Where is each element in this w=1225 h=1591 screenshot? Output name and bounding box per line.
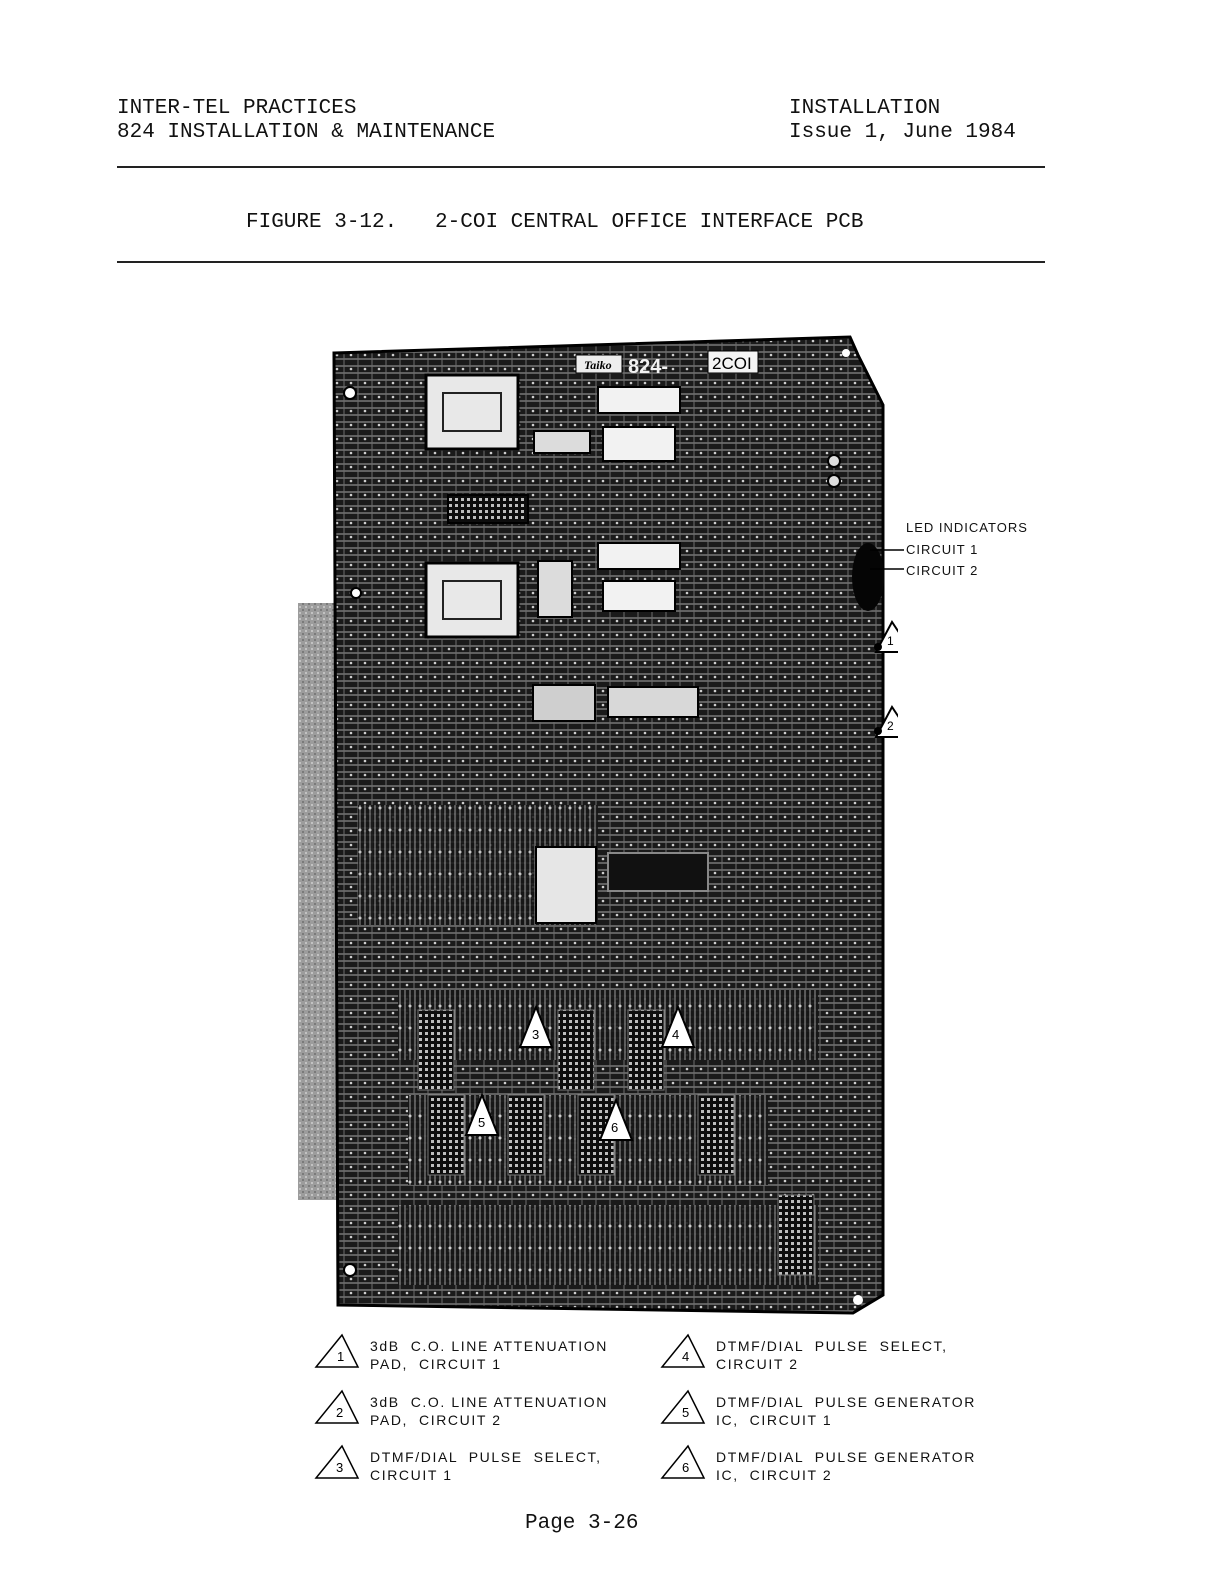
led-indicators-label: LED INDICATORS [906,520,1028,535]
triangle-3-icon: 3 [314,1444,360,1479]
marker-5-icon: 5 [464,1092,500,1136]
triangle-1-icon: 1 [314,1333,360,1368]
board-label-box: 2COI [712,354,752,373]
svg-text:2: 2 [336,1405,343,1420]
legend-text: DTMF/DIAL PULSE SELECT,CIRCUIT 1 [370,1449,602,1483]
triangle-2-icon: 2 [314,1389,360,1424]
svg-text:2: 2 [887,719,894,733]
svg-text:1: 1 [337,1349,344,1364]
marker-3-icon: 3 [518,1004,554,1048]
header-rule [117,166,1045,168]
svg-text:4: 4 [682,1349,689,1364]
svg-text:3: 3 [532,1027,539,1042]
svg-text:4: 4 [672,1027,679,1042]
header-right-line1: INSTALLATION [789,97,941,120]
marker-6-icon: 6 [598,1097,634,1141]
figure-title: FIGURE 3-12. 2-COI CENTRAL OFFICE INTERF… [246,211,864,234]
led-circuit-2-label: CIRCUIT 2 [906,563,979,578]
triangle-6-icon: 6 [660,1444,706,1479]
header-left-line2: 824 INSTALLATION & MAINTENANCE [117,121,496,144]
marker-1-icon: 1 [874,620,898,653]
legend-text: DTMF/DIAL PULSE SELECT,CIRCUIT 2 [716,1338,948,1372]
marker-4-icon: 4 [660,1004,696,1048]
svg-text:6: 6 [611,1120,618,1135]
svg-text:3: 3 [336,1460,343,1475]
pcb-photo: Taiko 824- 2COI 3 4 5 6 1 2 [298,335,898,1315]
svg-text:1: 1 [887,634,894,648]
board-brand: Taiko [584,358,612,372]
title-rule [117,261,1045,263]
svg-text:5: 5 [682,1405,689,1420]
triangle-4-icon: 4 [660,1333,706,1368]
svg-text:6: 6 [682,1460,689,1475]
header-right-line2: Issue 1, June 1984 [789,121,1016,144]
led-leader-lines [870,549,904,570]
header-left-line1: INTER-TEL PRACTICES [117,97,357,120]
triangle-5-icon: 5 [660,1389,706,1424]
board-label: 824- [628,356,668,378]
led-circuit-1-label: CIRCUIT 1 [906,542,979,557]
page-number: Page 3-26 [525,1512,639,1535]
svg-text:5: 5 [478,1115,485,1130]
